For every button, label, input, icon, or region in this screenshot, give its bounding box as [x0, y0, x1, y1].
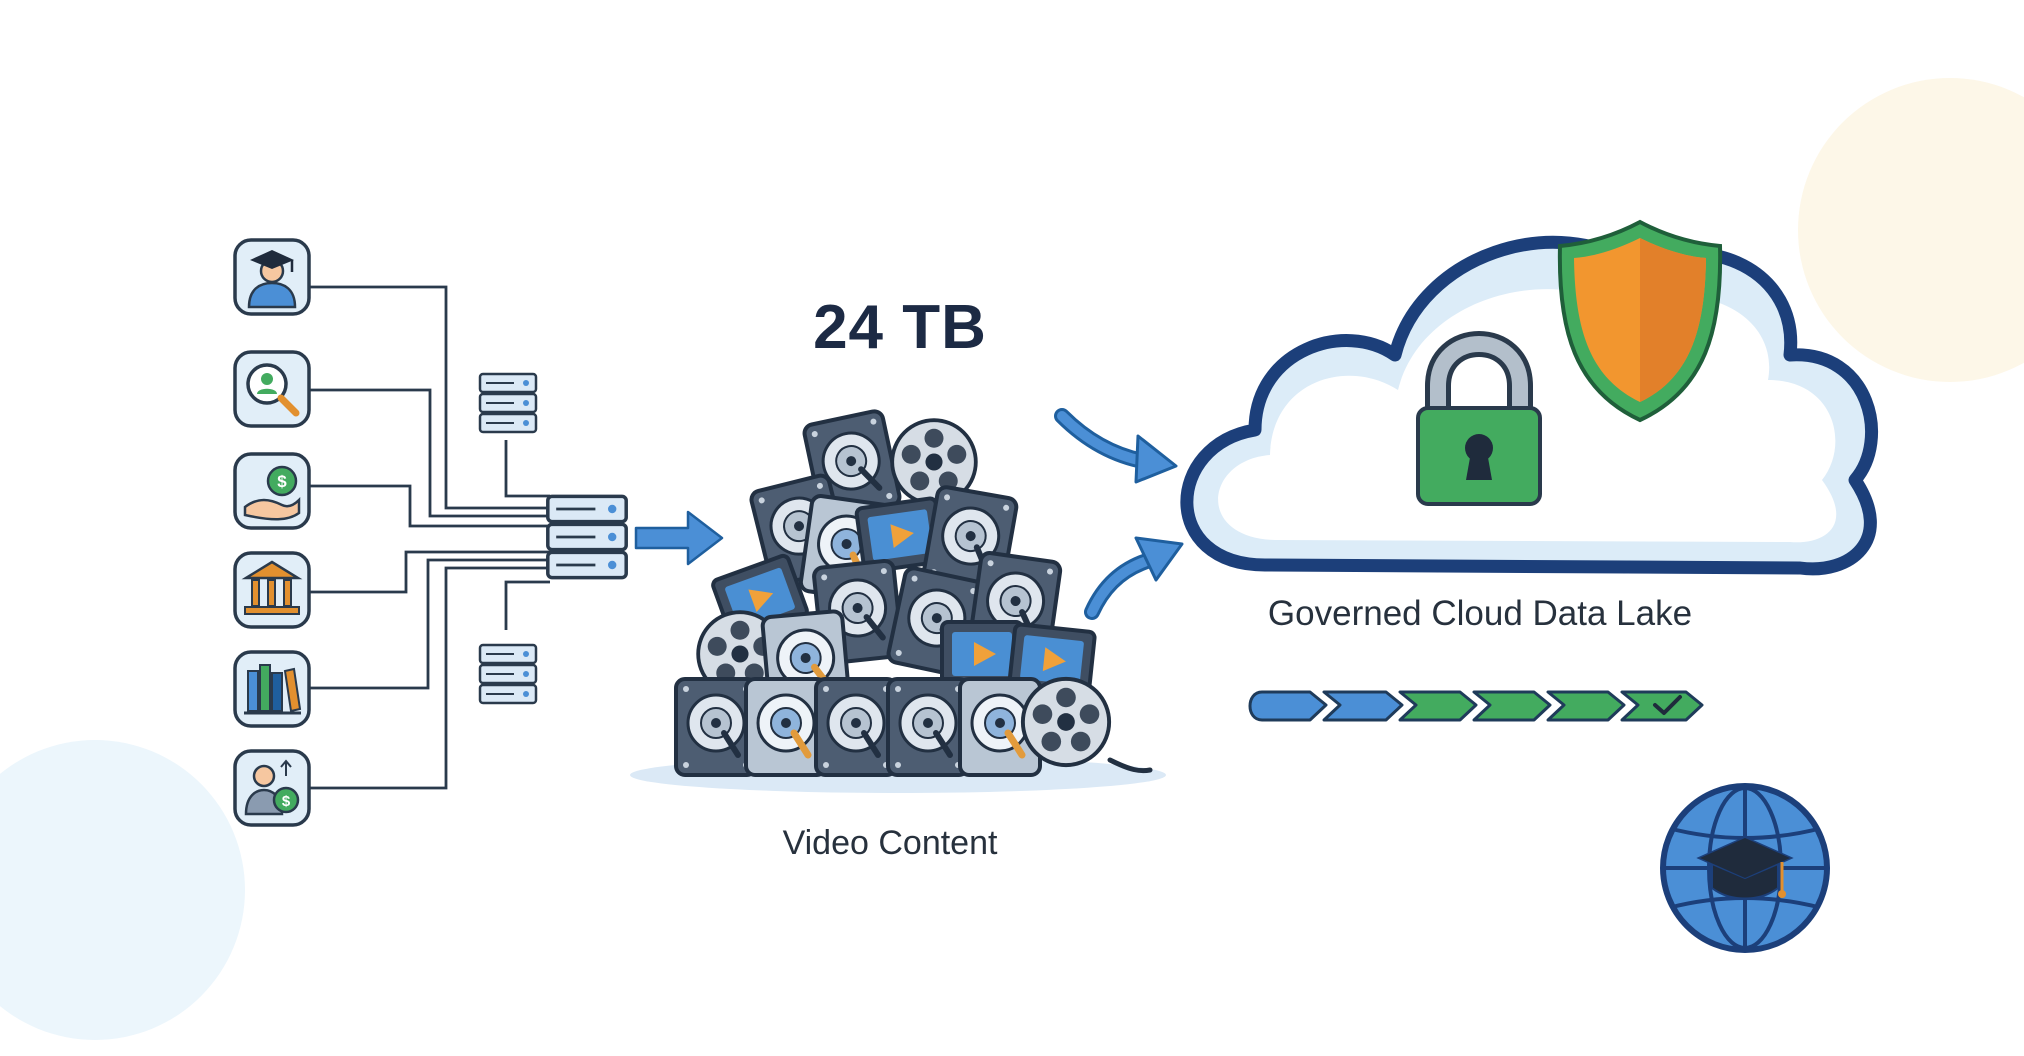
- checkmark-icon: [1653, 695, 1682, 715]
- cloud-data-lake-label: Governed Cloud Data Lake: [1267, 594, 1693, 633]
- user-search-icon: [233, 350, 311, 428]
- progress-step-1: [1248, 690, 1328, 722]
- source-icons: $ $: [233, 238, 311, 827]
- graduate-icon: [233, 238, 311, 316]
- server-icon-top: [478, 372, 538, 434]
- video-content-pile: [630, 410, 1166, 793]
- progress-step-3: [1398, 690, 1478, 722]
- arrow-to-cloud-upper-icon: [1054, 408, 1178, 484]
- progress-step-6: [1620, 690, 1704, 722]
- server-icon-hub: [546, 494, 628, 580]
- svg-text:$: $: [277, 472, 287, 491]
- connector-lines: [310, 285, 550, 790]
- payment-hand-icon: $: [233, 452, 311, 530]
- arrow-to-cloud-lower-icon: [1084, 536, 1184, 620]
- shield-icon: [1557, 219, 1723, 423]
- salary-person-icon: $: [233, 749, 311, 827]
- progress-step-5: [1546, 690, 1626, 722]
- decor-circle-peach: [1798, 78, 2024, 382]
- arrow-right-icon: [634, 510, 724, 566]
- video-content-label: Video Content: [782, 824, 998, 862]
- lock-icon: [1416, 331, 1542, 506]
- svg-text:$: $: [282, 793, 291, 810]
- progress-chevrons: [1248, 690, 1704, 722]
- library-books-icon: [233, 650, 311, 728]
- server-icon-bottom: [478, 643, 538, 705]
- globe-graduation-icon: [1660, 783, 1830, 953]
- institution-icon: [233, 551, 311, 629]
- progress-step-4: [1472, 690, 1552, 722]
- storage-total-label: 24 TB: [813, 293, 987, 362]
- progress-step-2: [1322, 690, 1404, 722]
- decor-circle-blue: [0, 740, 245, 1040]
